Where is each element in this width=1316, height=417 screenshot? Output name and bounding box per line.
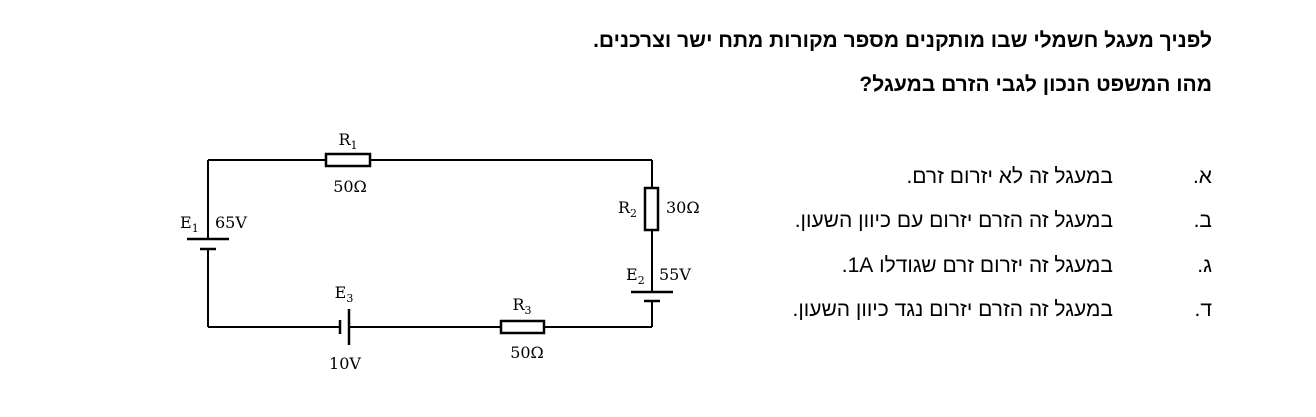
resistor-r1 xyxy=(324,152,372,168)
option-a-text: במעגל זה לא יזרום זרם. xyxy=(906,165,1113,188)
r1-label: R1 xyxy=(338,130,357,152)
option-c-letter: ג. xyxy=(1197,254,1212,277)
e3-label: E3 xyxy=(335,283,354,305)
option-b-letter: ב. xyxy=(1193,209,1212,232)
option-a-letter: א. xyxy=(1192,165,1212,188)
e2-value: 55V xyxy=(659,265,691,284)
option-b-text: במעגל זה הזרם יזרום עם כיוון השעון. xyxy=(794,209,1113,232)
r3-label: R3 xyxy=(512,295,531,317)
option-d-text: במעגל זה הזרם יזרום נגד כיוון השעון. xyxy=(792,298,1113,321)
e1-label: E1 xyxy=(180,213,199,235)
e1-value: 65V xyxy=(215,213,247,232)
resistor-r2 xyxy=(643,186,660,232)
r3-value: 50Ω xyxy=(510,343,544,362)
r2-label: R2 xyxy=(618,198,637,220)
e2-label: E2 xyxy=(626,265,645,287)
r2-value: 30Ω xyxy=(666,198,700,217)
resistor-r3 xyxy=(499,319,546,335)
question-line-1: לפניך מעגל חשמלי שבו מותקנים מספר מקורות… xyxy=(593,29,1212,52)
option-c-text: במעגל זה יזרום זרם שגודלו 1A. xyxy=(841,254,1113,277)
circuit-diagram: R1 50Ω E1 65V R2 30Ω E2 55V E3 10V R3 50… xyxy=(180,130,700,373)
r1-value: 50Ω xyxy=(333,177,367,196)
option-d-letter: ד. xyxy=(1194,298,1212,321)
question-line-2: מהו המשפט הנכון לגבי הזרם במעגל? xyxy=(859,73,1212,96)
e3-value: 10V xyxy=(329,354,361,373)
